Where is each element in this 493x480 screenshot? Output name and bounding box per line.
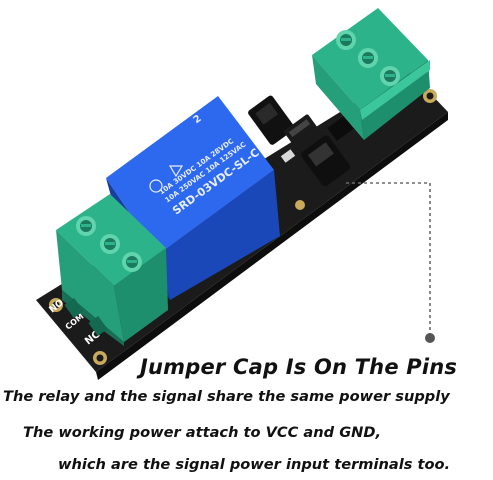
- caption-line-2: The working power attach to VCC and GND,: [23, 424, 382, 441]
- transistor: [284, 114, 322, 152]
- warning-triangle-icon: [168, 165, 184, 178]
- screw-terminal-right: [312, 8, 430, 140]
- jumper-cap: [301, 135, 351, 187]
- callout-line: [346, 182, 435, 343]
- caption-title: Jumper Cap Is On The Pins: [140, 355, 458, 379]
- ce-mark-icon: [149, 179, 163, 193]
- indicator-led: [280, 149, 296, 163]
- caption-line-3: which are the signal power input termina…: [58, 456, 451, 473]
- screw-terminal-left: [56, 194, 168, 346]
- pin-header: [327, 115, 355, 141]
- callout-dot: [425, 333, 435, 343]
- jumper-header: [248, 95, 295, 145]
- caption-line-1: The relay and the signal share the same …: [3, 388, 450, 405]
